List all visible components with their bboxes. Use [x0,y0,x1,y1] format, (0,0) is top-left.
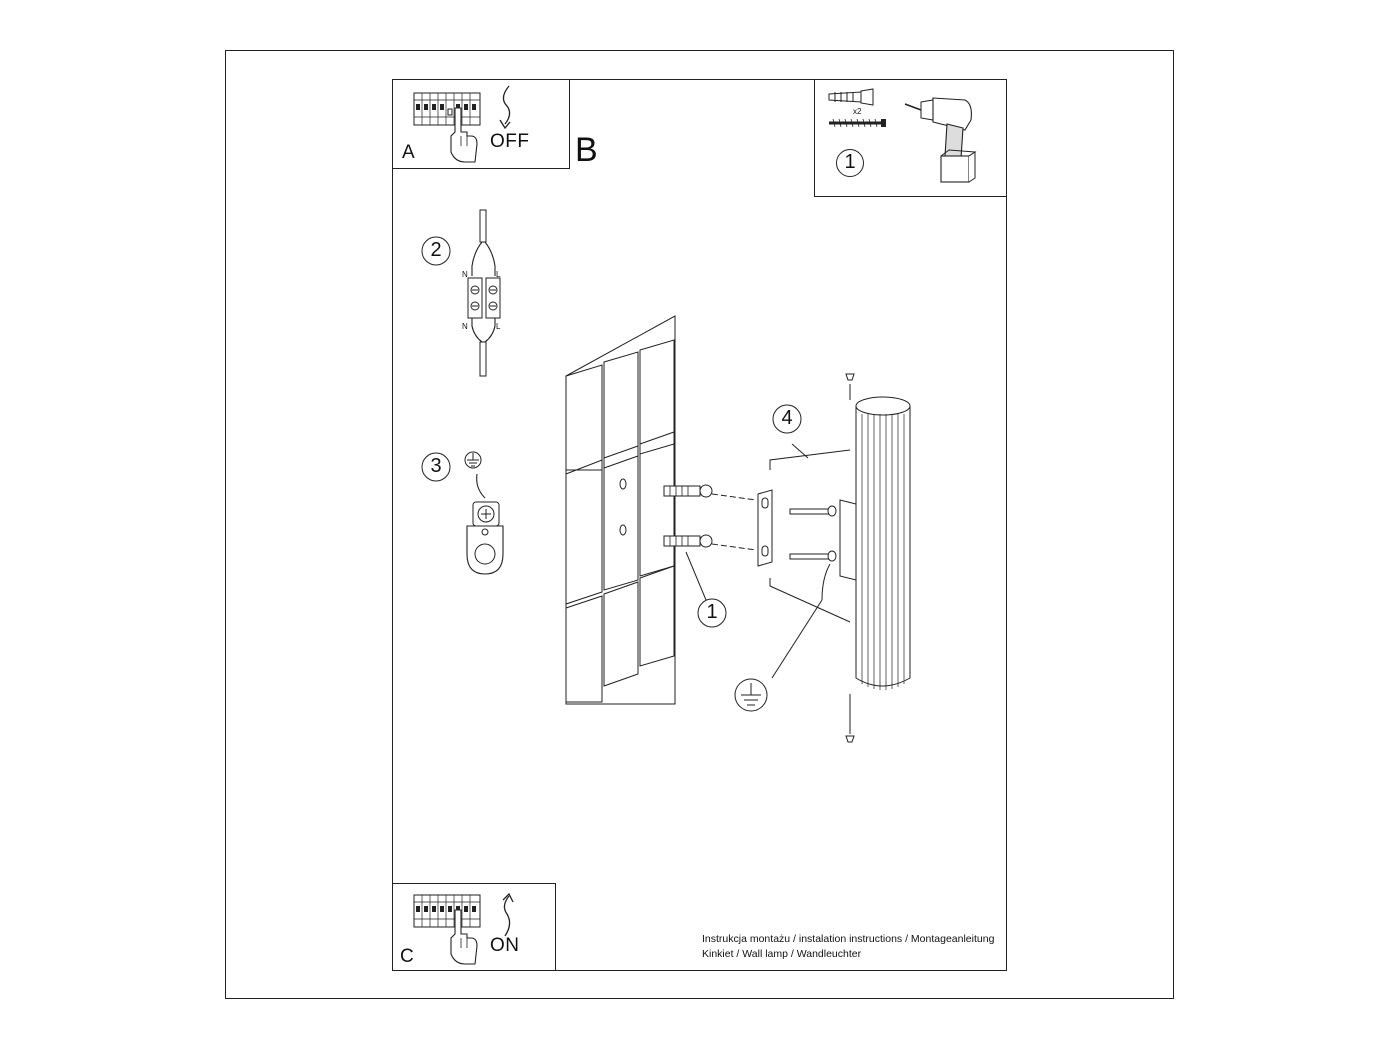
wire-l-top: L [496,270,501,279]
tools-box: x2 1 [814,79,1007,197]
step-2-label: 2 [430,239,442,261]
wall-plug-icon [828,88,874,106]
section-c-box: C ON [392,883,556,971]
wire-l-bottom: L [496,322,501,331]
step-3-marker [421,452,451,482]
step-1-anchors-marker [697,598,727,628]
cylinder-lamp-icon [855,396,911,690]
breaker-panel-icon [413,894,481,928]
step-1-tools: 1 [844,151,856,173]
curved-arrow-icon [499,85,511,130]
drill-icon [904,97,977,183]
section-b-label: B [575,131,598,169]
breaker-panel-icon [413,92,481,126]
step-3-label: 3 [430,455,442,477]
wall-tiles [565,315,676,705]
section-a-label: A [402,142,415,163]
screw-icon [829,118,886,128]
ground-symbol-icon [734,678,768,712]
wire-n-top: N [462,270,468,279]
step-1-anchors-label: 1 [706,601,718,623]
caption-line-1: Instrukcja montażu / instalation instruc… [702,933,995,945]
screw-icon [789,505,837,562]
step-4-label: 4 [781,407,793,429]
caption: Instrukcja montażu / instalation instruc… [702,932,994,962]
hand-icon [450,909,478,965]
hand-icon [450,107,478,163]
instruction-sheet [392,79,1007,971]
wire-n-bottom: N [462,322,468,331]
outer-frame [225,50,1174,999]
step-4-marker [772,404,802,434]
mounting-bracket-icon [757,489,773,567]
step-1-tools-marker [836,149,864,177]
terminal-block-icon [467,209,501,377]
wall-plug-icon [663,484,713,548]
section-a-box: A OFF [392,79,570,169]
mounting-illustration [565,315,911,743]
caption-line-2: Kinkiet / Wall lamp / Wandleuchter [702,948,862,960]
curved-arrow-icon [502,892,514,937]
ground-terminal-icon [464,451,504,575]
section-c-label: C [400,946,414,967]
quantity-label: x2 [853,107,862,116]
on-label: ON [490,935,520,956]
off-label: OFF [490,131,530,152]
step-2-marker [421,236,451,266]
